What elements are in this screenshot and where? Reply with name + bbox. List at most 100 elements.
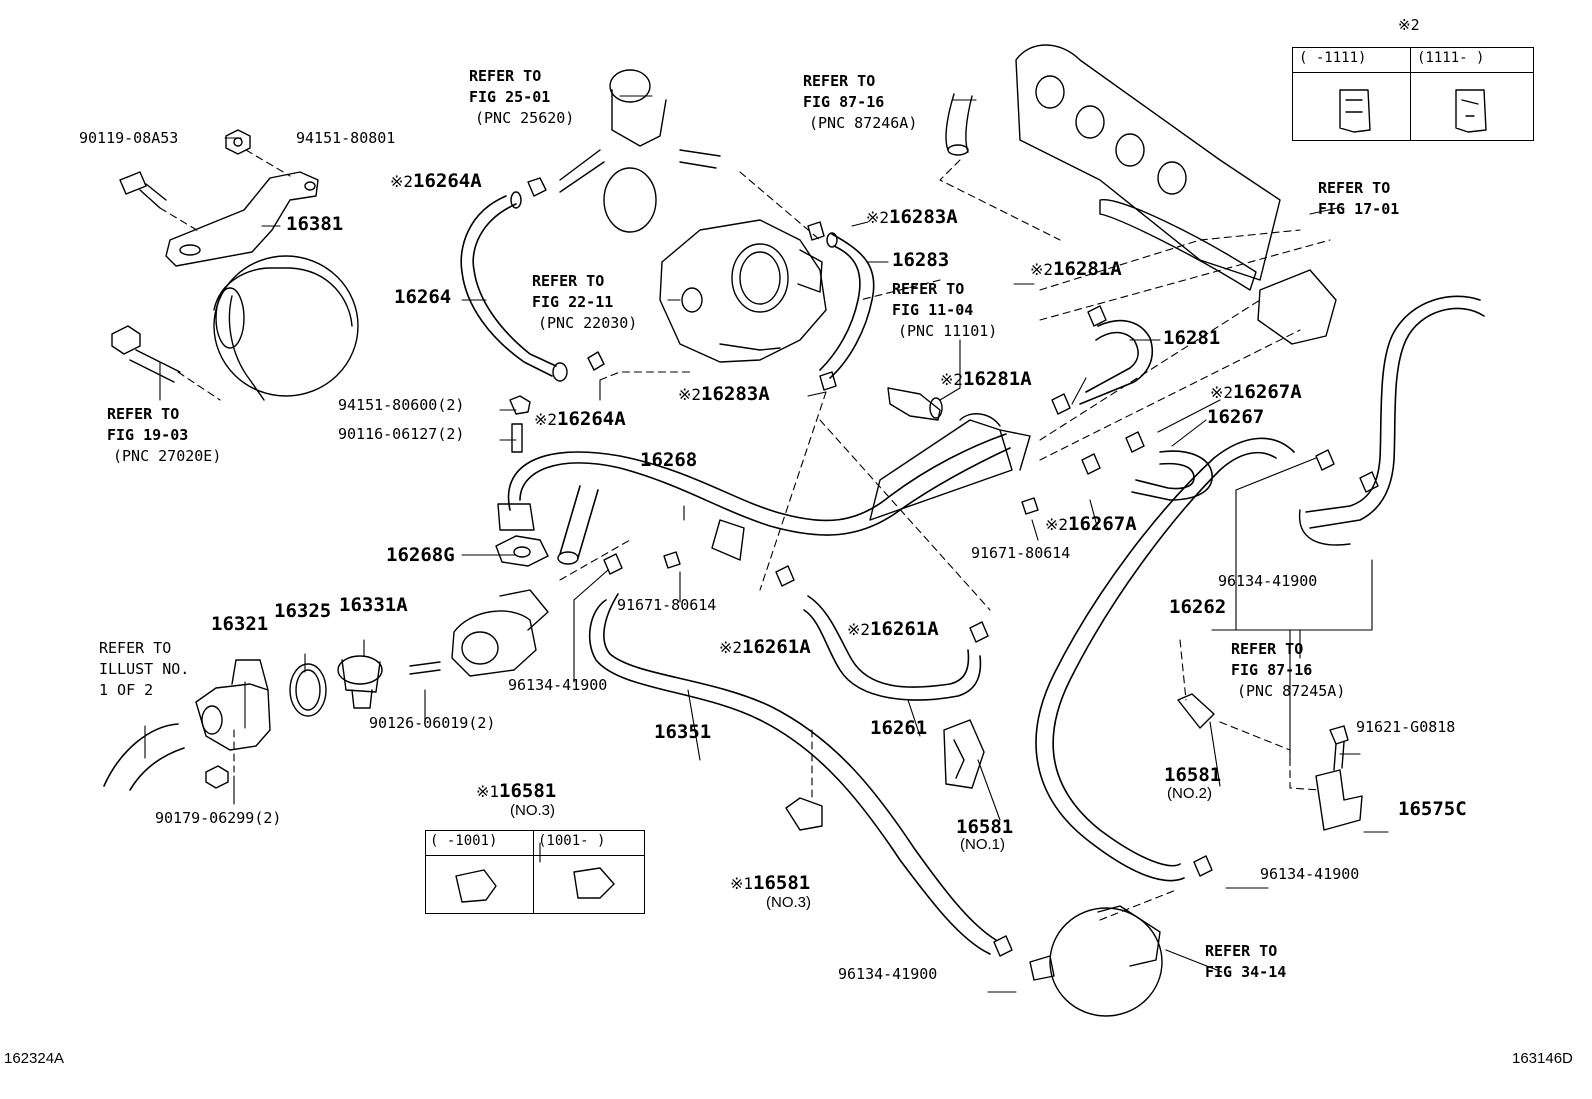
label-16261a-left: ※216261A	[719, 637, 811, 658]
mark-2: ※2	[1210, 383, 1234, 402]
ref-fig-22-11: REFER TO FIG 22-11 (PNC 22030)	[532, 271, 637, 334]
mark-2: ※2	[1030, 260, 1054, 279]
ref-fig-17-01-line2: FIG 17-01	[1318, 200, 1400, 218]
water-pump	[213, 255, 359, 401]
label-16264a-bottom: ※216264A	[534, 409, 626, 430]
label-16268: 16268	[640, 449, 698, 471]
ref-fig-19-03-line2: FIG 19-03	[107, 426, 189, 444]
label-96134-41900-right: 96134-41900	[1218, 572, 1318, 590]
label-94151-80600: 94151-80600(2)	[338, 396, 465, 414]
mark-2: ※2	[390, 172, 414, 191]
mark-2: ※2	[678, 385, 702, 404]
ref-fig-17-01: REFER TO FIG 17-01	[1318, 178, 1399, 220]
ref-fig-34-14: REFER TO FIG 34-14	[1205, 941, 1286, 983]
label-90126-06019: 90126-06019(2)	[369, 714, 496, 732]
leader-lines	[144, 95, 1389, 993]
label-16283a-bottom-text: 16283A	[701, 383, 770, 405]
hose-16283	[819, 232, 875, 379]
label-16264a-top: ※216264A	[390, 171, 482, 192]
bracket-16381	[165, 171, 319, 267]
label-96134-41900-bottom: 96134-41900	[838, 965, 938, 983]
label-16581-no3-bottom: ※116581	[730, 873, 810, 894]
ref-fig-87-16-bottom-line2: FIG 87-16	[1231, 661, 1313, 679]
label-16581-no1-sub: (NO.1)	[960, 836, 1005, 853]
small-bolts-94151-90116	[509, 395, 531, 453]
label-16261: 16261	[870, 717, 928, 739]
ref-fig-87-16-bottom-pnc: (PNC 87245A)	[1237, 682, 1346, 700]
label-16581-no1: 16581	[956, 816, 1014, 838]
label-16331a: 16331A	[339, 594, 408, 616]
ref-illust-no-line1: REFER TO	[99, 639, 172, 657]
variant-col-new: (1111- )	[1411, 48, 1533, 140]
label-16261a-left-text: 16261A	[742, 636, 811, 658]
ref-fig-22-11-pnc: (PNC 22030)	[538, 314, 638, 332]
clip-icon-top-new	[1455, 89, 1487, 133]
clamp-16581-no2	[1177, 693, 1215, 729]
variant-table-top: ( -1111) (1111- )	[1292, 47, 1534, 141]
mark-2: ※2	[534, 410, 558, 429]
nut-94151	[225, 129, 251, 155]
ref-fig-87-16-bottom-line1: REFER TO	[1231, 640, 1304, 658]
label-16281a-bottom-text: 16281A	[963, 368, 1032, 390]
label-91671-80614-left: 91671-80614	[617, 596, 717, 614]
ref-fig-87-16-top-pnc: (PNC 87246A)	[809, 114, 918, 132]
label-16381: 16381	[286, 213, 344, 235]
ref-fig-11-04-pnc: (PNC 11101)	[898, 322, 998, 340]
variant-col-old-label: ( -1111)	[1293, 48, 1410, 73]
label-16261a-right-text: 16261A	[870, 618, 939, 640]
mark-2: ※2	[847, 620, 871, 639]
idle-valve	[559, 69, 721, 233]
variant-bottom-col-new: (1001- )	[534, 831, 644, 913]
mark-2: ※2	[866, 208, 890, 227]
label-96134-41900-mid: 96134-41900	[508, 676, 608, 694]
throttle-body	[659, 219, 827, 363]
ref-fig-34-14-line1: REFER TO	[1205, 942, 1278, 960]
label-16264a-top-text: 16264A	[413, 170, 482, 192]
ref-fig-19-03-line1: REFER TO	[107, 405, 180, 423]
label-16581-no2: 16581	[1164, 764, 1222, 786]
hose-clamps	[527, 177, 1379, 957]
ref-fig-87-16-top: REFER TO FIG 87-16 (PNC 87246A)	[803, 71, 917, 134]
clamp-16581-no1	[943, 719, 985, 789]
ref-fig-22-11-line2: FIG 22-11	[532, 293, 614, 311]
hose-16264	[460, 191, 568, 382]
mark-2: ※2	[719, 638, 743, 657]
ref-fig-87-16-top-line1: REFER TO	[803, 72, 876, 90]
thermostat-housing-16321	[195, 659, 271, 751]
ref-fig-87-16-top-line2: FIG 87-16	[803, 93, 885, 111]
label-90116-06127: 90116-06127(2)	[338, 425, 465, 443]
mark-2: ※2	[1045, 515, 1069, 534]
water-inlet-housing	[451, 589, 549, 677]
illustration-code-left: 162324A	[4, 1050, 65, 1067]
clip-icon-top-old	[1339, 89, 1371, 133]
variant-col-old: ( -1111)	[1293, 48, 1411, 140]
label-16267a-bottom-text: 16267A	[1068, 513, 1137, 535]
label-91671-80614-right: 91671-80614	[971, 544, 1071, 562]
label-16264: 16264	[394, 286, 452, 308]
label-16268g: 16268G	[386, 544, 455, 566]
label-16267a-top-text: 16267A	[1233, 381, 1302, 403]
label-16283a-top-text: 16283A	[889, 206, 958, 228]
label-16283: 16283	[892, 249, 950, 271]
ref-fig-19-03-pnc: (PNC 27020E)	[113, 447, 222, 465]
clamp-16581-no3	[785, 797, 823, 831]
ref-fig-25-01-line2: FIG 25-01	[469, 88, 551, 106]
ref-fig-17-01-line1: REFER TO	[1318, 179, 1391, 197]
label-16281a-top: ※216281A	[1030, 259, 1122, 280]
label-16267a-top: ※216267A	[1210, 382, 1302, 403]
bolt-91621	[1329, 725, 1349, 771]
label-16264a-bottom-text: 16264A	[557, 408, 626, 430]
mark-1: ※1	[730, 874, 754, 893]
hose-lower-left	[103, 723, 185, 791]
label-16351: 16351	[654, 721, 712, 743]
water-outlet-pipe	[887, 387, 943, 421]
hose-16351	[588, 593, 997, 955]
variant-bottom-col-old: ( -1001)	[426, 831, 534, 913]
gasket-16325	[289, 663, 327, 717]
label-16281: 16281	[1163, 327, 1221, 349]
label-16581-no3-bottom-sub: (NO.3)	[766, 894, 811, 911]
variant-bottom-col-new-label: (1001- )	[534, 831, 644, 856]
heater-valve	[1029, 905, 1163, 1017]
